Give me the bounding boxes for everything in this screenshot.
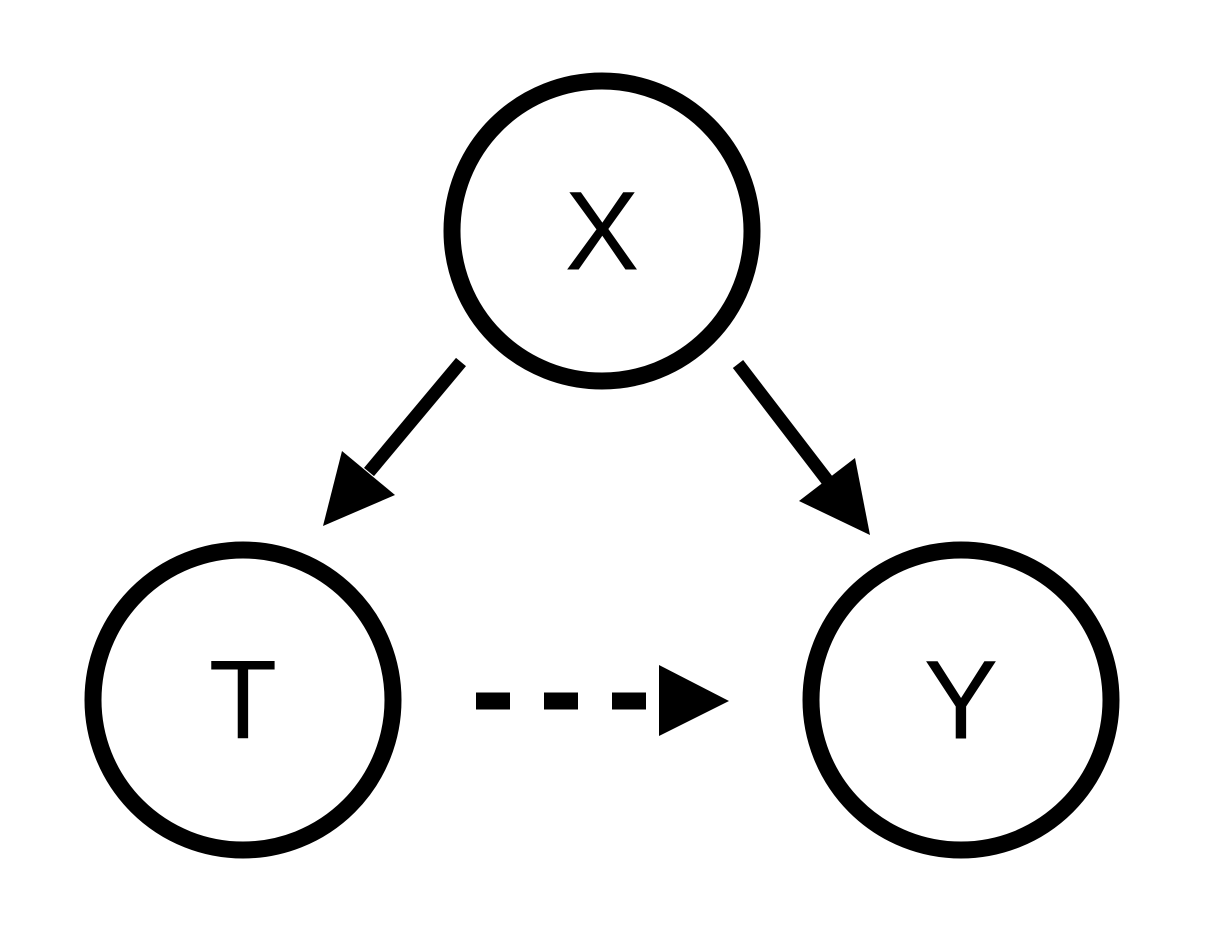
node-t: T [84, 541, 402, 859]
edge-x-to-t-line [364, 357, 466, 477]
node-x: X [443, 72, 761, 390]
node-x-label: X [565, 169, 640, 294]
node-x-circle [443, 72, 761, 390]
node-t-circle [84, 541, 402, 859]
edge-x-to-y [732, 360, 870, 535]
edge-t-to-y-arrowhead [659, 665, 729, 736]
edge-t-to-y [476, 665, 729, 736]
node-y-circle [802, 541, 1120, 859]
node-y: Y [802, 541, 1120, 859]
node-t-label: T [209, 638, 277, 763]
node-y-label: Y [924, 638, 999, 763]
edge-x-to-y-arrowhead [799, 458, 870, 535]
edge-x-to-t [323, 357, 466, 526]
edge-x-to-y-line [732, 360, 833, 484]
edge-x-to-t-arrowhead [323, 451, 395, 526]
